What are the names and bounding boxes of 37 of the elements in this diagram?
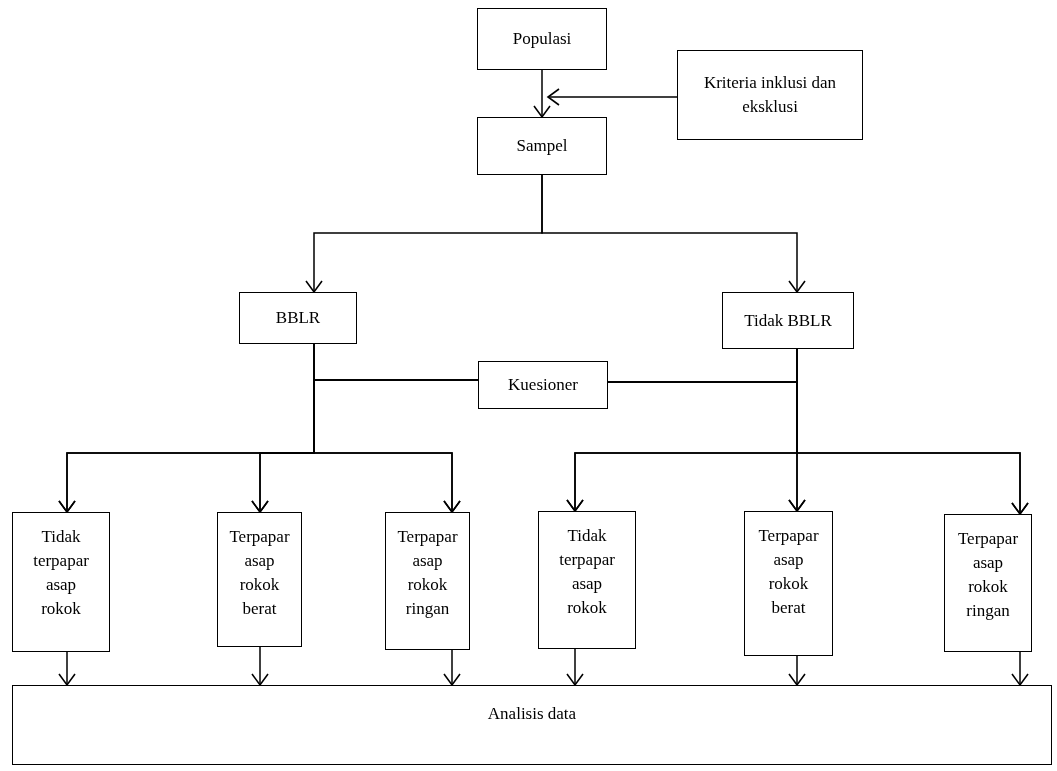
arrow bbox=[1011, 651, 1029, 686]
box-label: Terpapar asap rokok berat bbox=[758, 525, 819, 619]
process-box bbox=[677, 50, 863, 140]
arrow bbox=[251, 646, 269, 686]
arrow bbox=[788, 655, 806, 686]
box-label: Tidak terpapar asap rokok bbox=[558, 525, 616, 619]
arrow bbox=[58, 651, 76, 686]
box-label: Kriteria inklusi dan eksklusi bbox=[702, 72, 838, 118]
process-box bbox=[12, 512, 110, 652]
arrow bbox=[443, 649, 461, 686]
process-box bbox=[538, 511, 636, 649]
arrow bbox=[607, 381, 1029, 515]
arrow bbox=[566, 648, 584, 686]
process-box bbox=[12, 685, 1052, 765]
box-label: Terpapar asap rokok ringan bbox=[397, 526, 458, 620]
process-box bbox=[744, 511, 833, 656]
box-label: Kuesioner bbox=[508, 374, 578, 396]
process-box bbox=[477, 8, 607, 70]
process-box bbox=[385, 512, 470, 650]
box-label: Populasi bbox=[512, 28, 572, 50]
box-label: Analisis data bbox=[487, 703, 577, 725]
box-label: Sampel bbox=[516, 135, 568, 157]
process-box bbox=[477, 117, 607, 175]
arrow bbox=[541, 174, 806, 293]
box-label: Tidak BBLR bbox=[744, 309, 832, 332]
box-label: Terpapar asap rokok berat bbox=[229, 526, 290, 620]
process-box bbox=[217, 512, 302, 647]
box-label: BBLR bbox=[275, 307, 321, 329]
arrow bbox=[533, 69, 551, 118]
process-box bbox=[478, 361, 608, 409]
process-box bbox=[722, 292, 854, 349]
box-label: Terpapar asap rokok ringan bbox=[957, 528, 1019, 622]
process-box bbox=[944, 514, 1032, 652]
arrow bbox=[547, 88, 678, 106]
arrow bbox=[313, 379, 479, 513]
process-box bbox=[239, 292, 357, 344]
box-label: Tidak terpapar asap rokok bbox=[32, 526, 90, 620]
